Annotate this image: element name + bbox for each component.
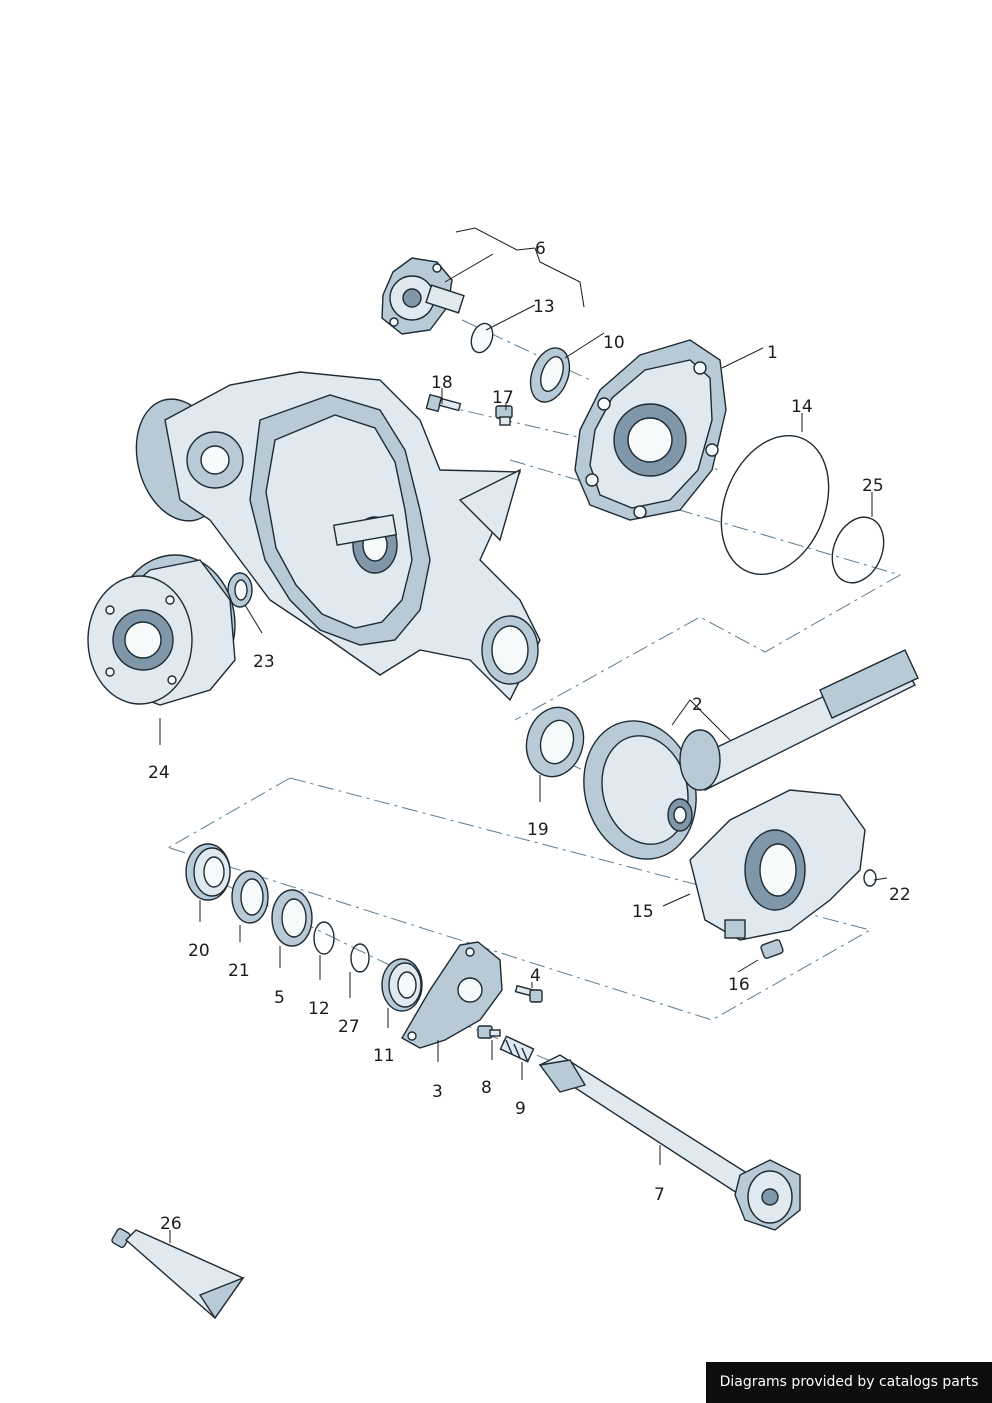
- callout-23: 23: [253, 652, 275, 672]
- callout-1: 1: [767, 343, 778, 363]
- callout-17: 17: [492, 388, 514, 408]
- part-26-sealant-tube: [111, 1227, 245, 1320]
- callout-18: 18: [431, 373, 453, 393]
- callout-21: 21: [228, 961, 250, 981]
- part-11-bearing: [381, 958, 423, 1012]
- callout-leader-lines: [159, 227, 888, 1243]
- part-17-plug: [495, 405, 513, 426]
- callout-5: 5: [274, 988, 285, 1008]
- callout-27: 27: [338, 1017, 360, 1037]
- part-16-clip: [760, 939, 784, 959]
- callout-22: 22: [889, 885, 911, 905]
- part-20-bearing: [185, 843, 231, 901]
- part-6-output-flange: [381, 257, 465, 335]
- callout-4: 4: [530, 966, 541, 986]
- callout-26: 26: [160, 1214, 182, 1234]
- part-19-shaft-seal: [525, 706, 585, 778]
- part-25-seal-ring: [831, 516, 885, 584]
- callout-labels: 1 2 3 4 5 6 7 8 9 10 11 12 13 14 15 16 1…: [148, 239, 911, 1234]
- part-7-drive-shaft: [538, 1054, 801, 1231]
- callout-20: 20: [188, 941, 210, 961]
- callout-6: 6: [535, 239, 546, 259]
- callout-7: 7: [654, 1185, 665, 1205]
- part-10-shaft-seal: [529, 347, 571, 403]
- callout-12: 12: [308, 999, 330, 1019]
- callout-14: 14: [791, 397, 813, 417]
- part-22-o-ring: [863, 869, 877, 887]
- attribution-footer: Diagrams provided by catalogs parts: [706, 1362, 992, 1403]
- part-4-bolt: [514, 984, 543, 1003]
- callout-16: 16: [728, 975, 750, 995]
- callout-25: 25: [862, 476, 884, 496]
- main-gearbox-housing: [135, 371, 541, 702]
- callout-24: 24: [148, 763, 170, 783]
- part-13-circlip: [470, 322, 494, 354]
- part-8-bolt: [477, 1025, 501, 1039]
- part-12-circlip: [313, 921, 335, 955]
- part-15-cover-shell: [689, 789, 866, 941]
- callout-11: 11: [373, 1046, 395, 1066]
- callout-8: 8: [481, 1078, 492, 1098]
- part-9-spring: [499, 1035, 535, 1063]
- callout-2: 2: [692, 695, 703, 715]
- part-5-bearing-race: [271, 889, 313, 947]
- callout-10: 10: [603, 333, 625, 353]
- part-21-shim: [231, 870, 269, 924]
- callout-9: 9: [515, 1099, 526, 1119]
- part-3-mounting-plate: [401, 941, 503, 1049]
- callout-19: 19: [527, 820, 549, 840]
- callout-15: 15: [632, 902, 654, 922]
- part-14-o-ring: [720, 434, 830, 576]
- part-24-bearing-housing: [87, 554, 236, 706]
- part-23-seal: [227, 572, 253, 608]
- callout-13: 13: [533, 297, 555, 317]
- part-27-circlip: [350, 943, 370, 973]
- part-18-bolt: [425, 393, 462, 413]
- callout-3: 3: [432, 1082, 443, 1102]
- part-2-differential-pinion: [583, 649, 919, 860]
- part-1-housing-cover: [574, 339, 727, 521]
